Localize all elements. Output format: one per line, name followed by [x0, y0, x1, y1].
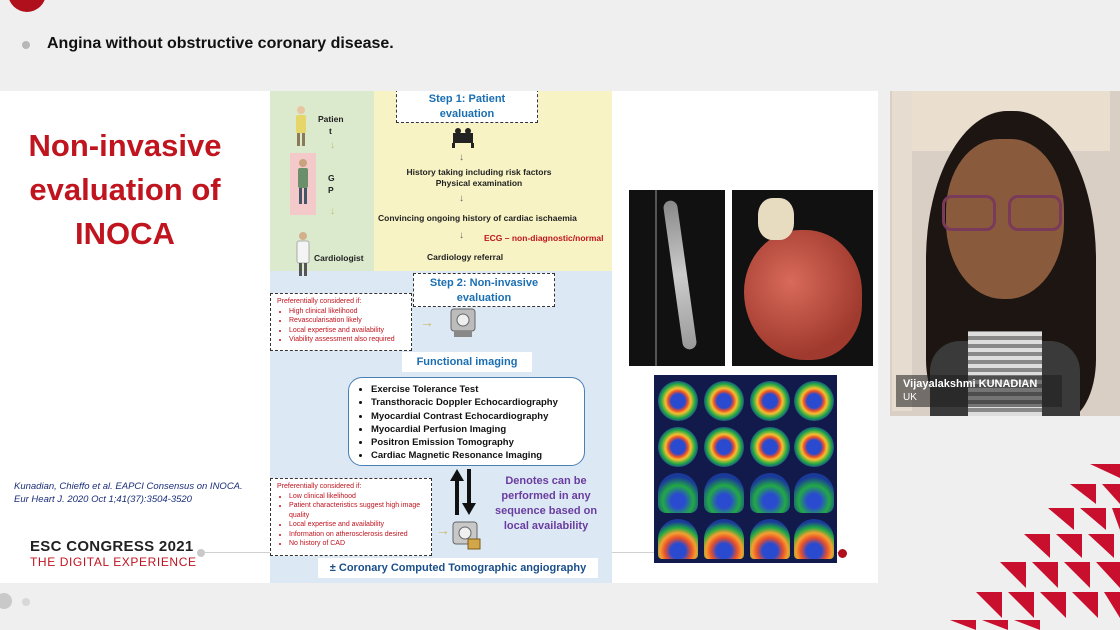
denotes-line: sequence based on	[494, 505, 598, 517]
citation-line: Kunadian, Chieffo et al. EAPCI Consensus…	[14, 481, 243, 492]
actor-patient: t	[329, 126, 332, 136]
pref-item: Local expertise and availability	[289, 326, 405, 336]
pref-item: Local expertise and availability	[289, 520, 425, 530]
arrow-down-icon: ↓	[330, 206, 335, 217]
pref-item: Low clinical likelihood	[289, 492, 425, 502]
step2-box: Step 2: Non-invasive evaluation	[413, 273, 555, 307]
test-item: Myocardial Contrast Echocardiography	[371, 410, 584, 423]
speaker-country: UK	[903, 392, 917, 403]
denotes-line: performed in any	[501, 490, 591, 502]
speaker-video	[890, 91, 1120, 416]
arrow-down-icon: ↓	[459, 230, 464, 241]
denotes-line: Denotes can be	[505, 475, 587, 487]
actors-column	[270, 91, 374, 271]
pref-item: Patient characteristics suggest high ima…	[289, 501, 425, 520]
citation-line: Eur Heart J. 2020 Oct 1;41(37):3504-3520	[14, 494, 192, 505]
slide-title: Non-invasive evaluation of INOCA	[10, 124, 240, 256]
bidirectional-arrow-icon	[450, 469, 476, 515]
brand-dot	[8, 0, 46, 12]
pref-item: High clinical likelihood	[289, 307, 405, 317]
ct-scanner-icon	[452, 521, 481, 550]
step1-title: evaluation	[439, 108, 495, 120]
actor-gp: P	[328, 185, 334, 195]
arrow-down-icon: ↓	[330, 140, 335, 151]
functional-imaging-label: Functional imaging	[402, 352, 532, 372]
history-text: History taking including risk factors Ph…	[396, 167, 562, 189]
speaker-nameplate	[896, 375, 1062, 407]
progress-dot-start	[197, 549, 205, 557]
denotes-text: Denotes can be performed in any sequence…	[490, 474, 602, 534]
pref-title: Preferentially considered if:	[277, 483, 362, 490]
congress-tagline: THE DIGITAL EXPERIENCE	[30, 555, 197, 569]
arrow-right-icon: →	[420, 314, 434, 330]
top-bar	[0, 0, 1120, 90]
history-line: History taking including risk factors	[406, 167, 552, 177]
slide-title-line: evaluation of	[29, 172, 221, 207]
perfusion-scan-grid	[654, 375, 837, 563]
ccta-label: ± Coronary Computed Tomographic angiogra…	[318, 558, 598, 578]
ecg-text: ECG – non-diagnostic/normal	[484, 233, 604, 243]
arrow-down-icon: ↓	[459, 152, 464, 163]
step1-box: Step 1: Patient evaluation	[396, 91, 538, 123]
speaker-name: Vijayalakshmi KUNADIAN	[903, 378, 1038, 390]
test-item: Myocardial Perfusion Imaging	[371, 423, 584, 436]
pref-item: No history of CAD	[289, 539, 425, 549]
pref-item: Information on atherosclerosis desired	[289, 530, 425, 540]
pref-box-ccta: Preferentially considered if: Low clinic…	[270, 478, 432, 556]
actor-cardiologist: Cardiologist	[314, 253, 364, 263]
denotes-line: local availability	[503, 520, 589, 532]
pref-title: Preferentially considered if:	[277, 298, 362, 305]
pref-item: Revascularisation likely	[289, 316, 405, 326]
step1-title: Step 1: Patient	[428, 93, 506, 105]
bottom-indicator	[0, 593, 12, 609]
slide-title-line: INOCA	[75, 216, 175, 251]
arrow-right-icon: →	[436, 522, 450, 538]
pref-box-functional: Preferentially considered if: High clini…	[270, 293, 412, 351]
decorative-pattern	[950, 464, 1120, 630]
actor-gp: G	[328, 173, 335, 183]
cardiologist-icon	[296, 232, 310, 276]
presentation-slide: Non-invasive evaluation of INOCA Kunadia…	[0, 91, 878, 583]
test-item: Exercise Tolerance Test	[371, 383, 584, 396]
heart-3d-render	[732, 190, 873, 366]
consultation-icon	[452, 128, 474, 148]
gp-icon	[298, 159, 308, 204]
actor-patient: Patien	[318, 114, 344, 124]
pref-item: Viability assessment also required	[289, 335, 405, 345]
referral-text: Cardiology referral	[427, 252, 504, 262]
ischaemia-text: Convincing ongoing history of cardiac is…	[378, 213, 577, 223]
title-bullet	[22, 41, 30, 49]
test-item: Transthoracic Doppler Echocardiography	[371, 396, 584, 409]
scanner-icon	[450, 308, 476, 337]
test-item: Cardiac Magnetic Resonance Imaging	[371, 449, 584, 462]
tests-box: Exercise Tolerance Test Transthoracic Do…	[348, 377, 585, 466]
patient-icon	[296, 106, 306, 146]
session-title: Angina without obstructive coronary dise…	[47, 35, 394, 52]
arrow-down-icon: ↓	[459, 193, 464, 204]
citation: Kunadian, Chieffo et al. EAPCI Consensus…	[14, 480, 243, 506]
slide-title-line: Non-invasive	[28, 128, 222, 163]
step2-title: evaluation	[456, 292, 512, 304]
congress-name: ESC CONGRESS 2021	[30, 538, 194, 555]
progress-dot-end	[838, 549, 847, 558]
bottom-indicator	[22, 598, 30, 606]
coronary-ct-image	[629, 190, 725, 366]
step2-title: Step 2: Non-invasive	[429, 277, 539, 289]
flowchart: Patien t ↓ G P ↓ Cardiologist Step 1: Pa…	[270, 91, 612, 583]
exam-line: Physical examination	[435, 178, 523, 188]
test-item: Positron Emission Tomography	[371, 436, 584, 449]
